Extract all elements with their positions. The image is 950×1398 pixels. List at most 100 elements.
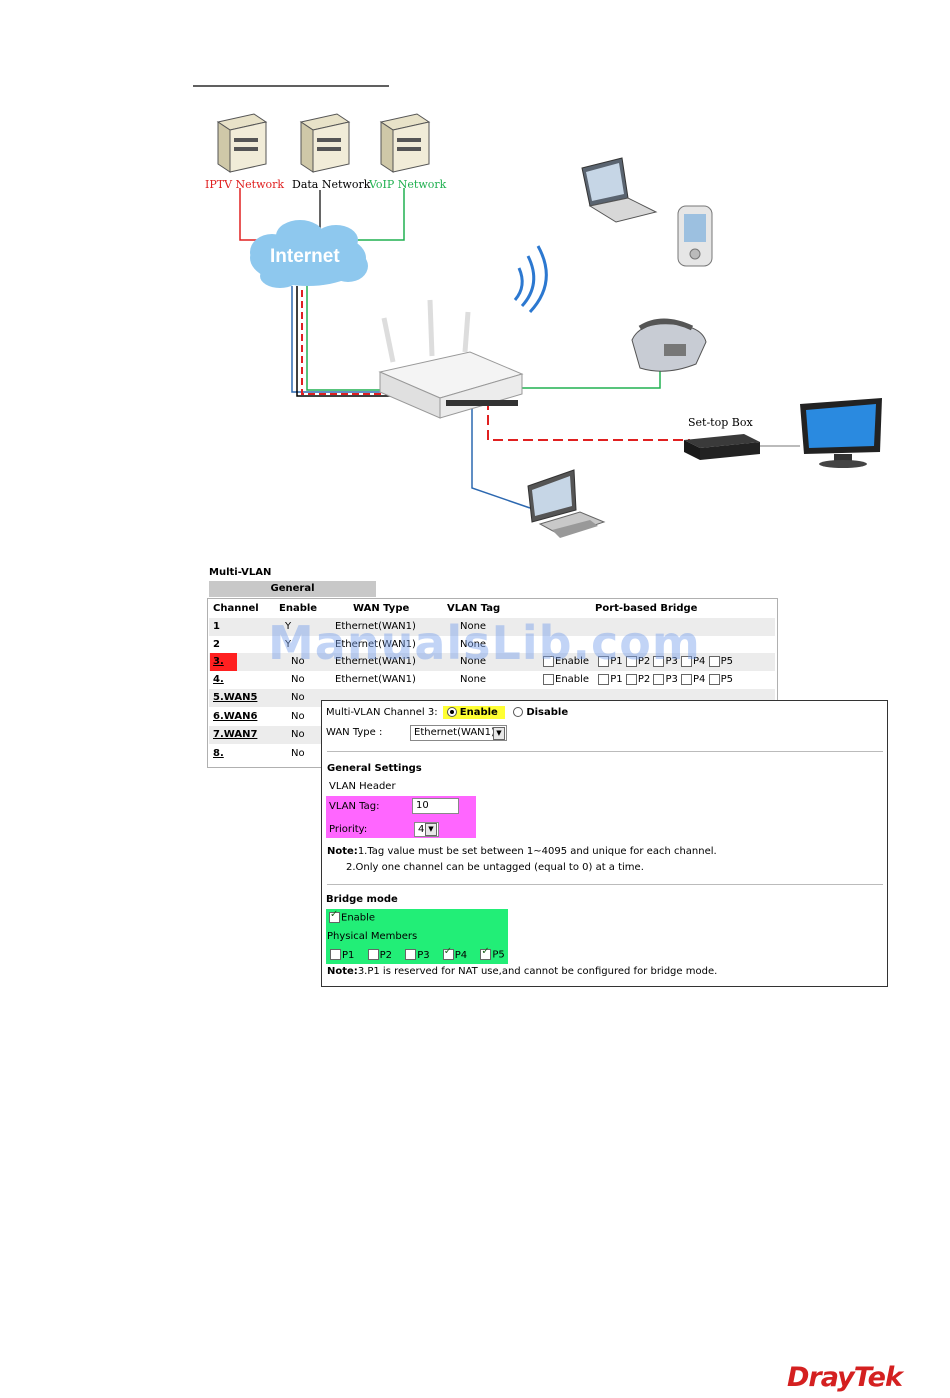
bridge-mode-heading: Bridge mode [326,894,398,905]
enable-radio[interactable] [446,707,457,717]
row-enable: No [291,674,305,685]
chevron-down-icon: ▼ [425,823,437,836]
pda-icon [677,205,713,267]
channel-link[interactable]: 2 [213,639,220,650]
data-network-label: Data Network [292,178,371,191]
bridge-mode-enable-label: Enable [341,912,376,924]
header-enable: Enable [279,603,318,614]
bridge-enable-label: Enable [555,674,590,685]
header-port-bridge: Port-based Bridge [595,603,698,614]
wan-type-label: WAN Type : [326,727,383,738]
channel-link[interactable]: 5.WAN5 [213,692,258,703]
server-icon [299,113,351,173]
note-2: 2.Only one channel can be untagged (equa… [346,862,644,873]
table-row: 2 Y Ethernet(WAN1) None [209,636,775,654]
note-3-prefix: Note: [327,966,358,977]
row-enable: No [291,692,305,703]
laptop-icon [581,157,658,223]
bridge-p5-checkbox[interactable] [708,655,720,667]
note-3: Note:3.P1 is reserved for NAT use,and ca… [327,966,717,977]
member-p5-label: P5 [492,949,505,961]
bridge-p2-checkbox[interactable] [625,655,637,667]
channel-link[interactable]: 7.WAN7 [213,729,258,740]
server-icon [379,113,431,173]
priority-label: Priority: [329,824,368,835]
bridge-p1-checkbox[interactable] [598,655,610,667]
table-row: 4. No Ethernet(WAN1) None Enable P1 P2 P… [209,671,775,689]
bridge-p3-checkbox[interactable] [653,655,665,667]
wifi-signal-icon [513,245,548,314]
table-row: 3. No Ethernet(WAN1) None Enable P1 P2 P… [209,653,775,671]
chevron-down-icon: ▼ [493,727,505,740]
desktop-pc-icon [527,469,606,538]
priority-select[interactable]: 4 ▼ [414,822,439,837]
member-p5-checkbox[interactable] [480,946,492,960]
phone-icon [631,318,707,372]
wan-type-value: Ethernet(WAN1) [414,727,495,738]
bridge-checkboxes[interactable]: Enable P1 P2 P3 P4 P5 [543,653,733,671]
bridge-enable-checkbox[interactable] [543,673,554,685]
bridge-enable-checkbox[interactable] [543,655,554,667]
member-p4-checkbox[interactable] [442,946,454,960]
physical-members-row[interactable]: P1 P2 P3 P4 P5 [330,946,505,961]
priority-value: 4 [418,824,425,835]
bridge-p1-label: P1 [610,674,623,685]
note-1-text: 1.Tag value must be set between 1~4095 a… [357,846,717,857]
router-icon [378,299,524,419]
bridge-p5-label: P5 [720,674,734,685]
bridge-mode-enable-checkbox[interactable] [329,909,340,923]
row-vlan-tag: None [460,656,487,667]
vlan-tag-label: VLAN Tag: [329,801,380,812]
draytek-logo: DrayTek [787,1362,903,1393]
vlan-header-label: VLAN Header [329,781,396,792]
note-1-prefix: Note: [327,846,358,857]
network-diagram: IPTV Network Data Network VoIP Network I… [193,85,882,538]
member-p3-label: P3 [417,949,430,961]
bridge-checkboxes[interactable]: Enable P1 P2 P3 P4 P5 [543,671,733,689]
bridge-enable-row[interactable]: Enable [329,909,376,924]
bridge-p2-checkbox[interactable] [625,673,637,685]
monitor-icon [800,398,882,468]
row-enable: Y [285,621,292,632]
note-1: Note:1.Tag value must be set between 1~4… [327,846,717,857]
bridge-p4-label: P4 [693,656,706,667]
bridge-p3-checkbox[interactable] [653,673,665,685]
member-p1-label: P1 [342,949,355,961]
member-p2-checkbox[interactable] [367,949,379,960]
disable-radio[interactable] [513,707,524,717]
vlan-tag-input[interactable]: 10 [412,798,459,814]
bridge-p2-label: P2 [637,674,651,685]
row-vlan-tag: None [460,621,487,632]
disable-radio-group[interactable]: Disable [513,707,568,718]
channel-link[interactable]: 4. [213,674,224,685]
table-row: 1 Y Ethernet(WAN1) None [209,618,775,636]
bridge-p4-checkbox[interactable] [681,655,693,667]
bridge-p4-label: P4 [693,674,706,685]
enable-radio-group[interactable]: Enable [442,706,506,719]
channel-row: Multi-VLAN Channel 3: Enable Disable [326,706,568,719]
bridge-highlight-box [326,909,508,964]
bridge-p1-checkbox[interactable] [598,673,610,685]
header-wan-type: WAN Type [353,603,410,614]
general-settings-heading: General Settings [327,763,422,774]
bridge-enable-label: Enable [555,656,590,667]
bridge-p4-checkbox[interactable] [681,673,693,685]
row-enable: No [291,711,305,722]
row-vlan-tag: None [460,674,487,685]
channel-link[interactable]: 8. [213,748,224,759]
table-header-row: Channel Enable WAN Type VLAN Tag Port-ba… [209,600,775,618]
tab-general[interactable]: General [209,581,376,597]
row-enable: No [291,729,305,740]
wan-type-select[interactable]: Ethernet(WAN1) ▼ [410,725,507,741]
member-p3-checkbox[interactable] [405,949,417,960]
enable-radio-label: Enable [459,707,498,718]
member-p4-label: P4 [454,949,468,961]
header-channel: Channel [213,603,259,614]
member-p1-checkbox[interactable] [330,949,341,960]
settop-box-icon [684,434,760,460]
channel-link-highlighted[interactable]: 3. [210,653,237,671]
bridge-p5-checkbox[interactable] [708,673,720,685]
channel-link[interactable]: 6.WAN6 [213,711,258,722]
row-wan-type: Ethernet(WAN1) [335,639,416,650]
channel-link[interactable]: 1 [213,621,220,632]
